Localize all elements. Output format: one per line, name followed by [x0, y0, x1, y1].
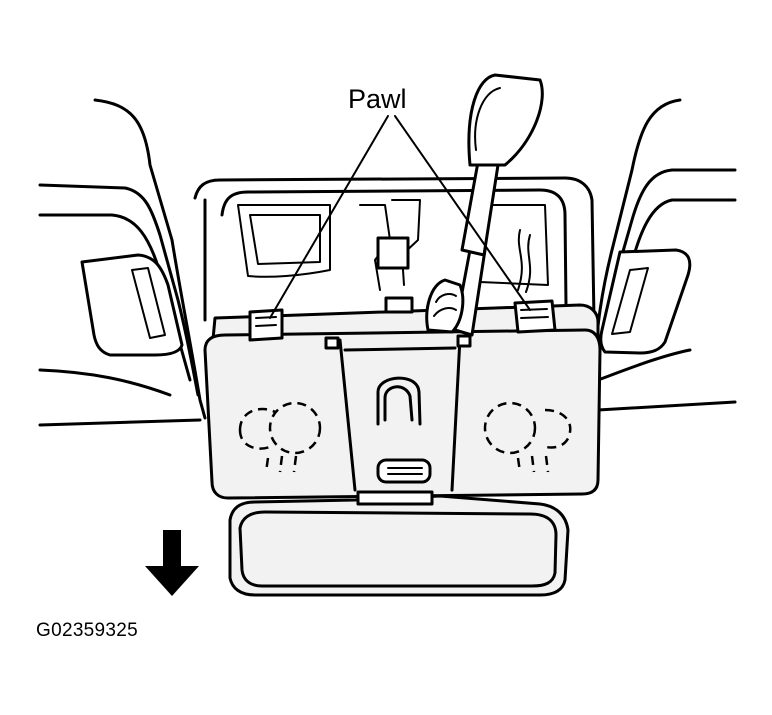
right-map-lamp: [483, 401, 572, 473]
screwdriver-tool: [425, 73, 544, 337]
headliner-outline: [38, 98, 737, 427]
left-grab-handle: [80, 253, 184, 357]
pawl-leader-line-right: [394, 115, 531, 311]
right-pawl: [513, 299, 557, 334]
overhead-lamp-housing: [203, 296, 602, 500]
pawl-leader-line-left: [269, 115, 389, 319]
figure-code: G02359325: [36, 620, 139, 641]
center-dome-lamp: [376, 376, 432, 484]
left-map-lamp: [238, 401, 322, 473]
lamp-lens-cover: [228, 490, 570, 597]
down-arrow-icon: [145, 530, 199, 596]
pawl-callout-label: Pawl: [348, 84, 407, 114]
console-recess: [193, 176, 597, 382]
right-grab-handle: [599, 248, 692, 355]
left-pawl: [248, 308, 284, 342]
